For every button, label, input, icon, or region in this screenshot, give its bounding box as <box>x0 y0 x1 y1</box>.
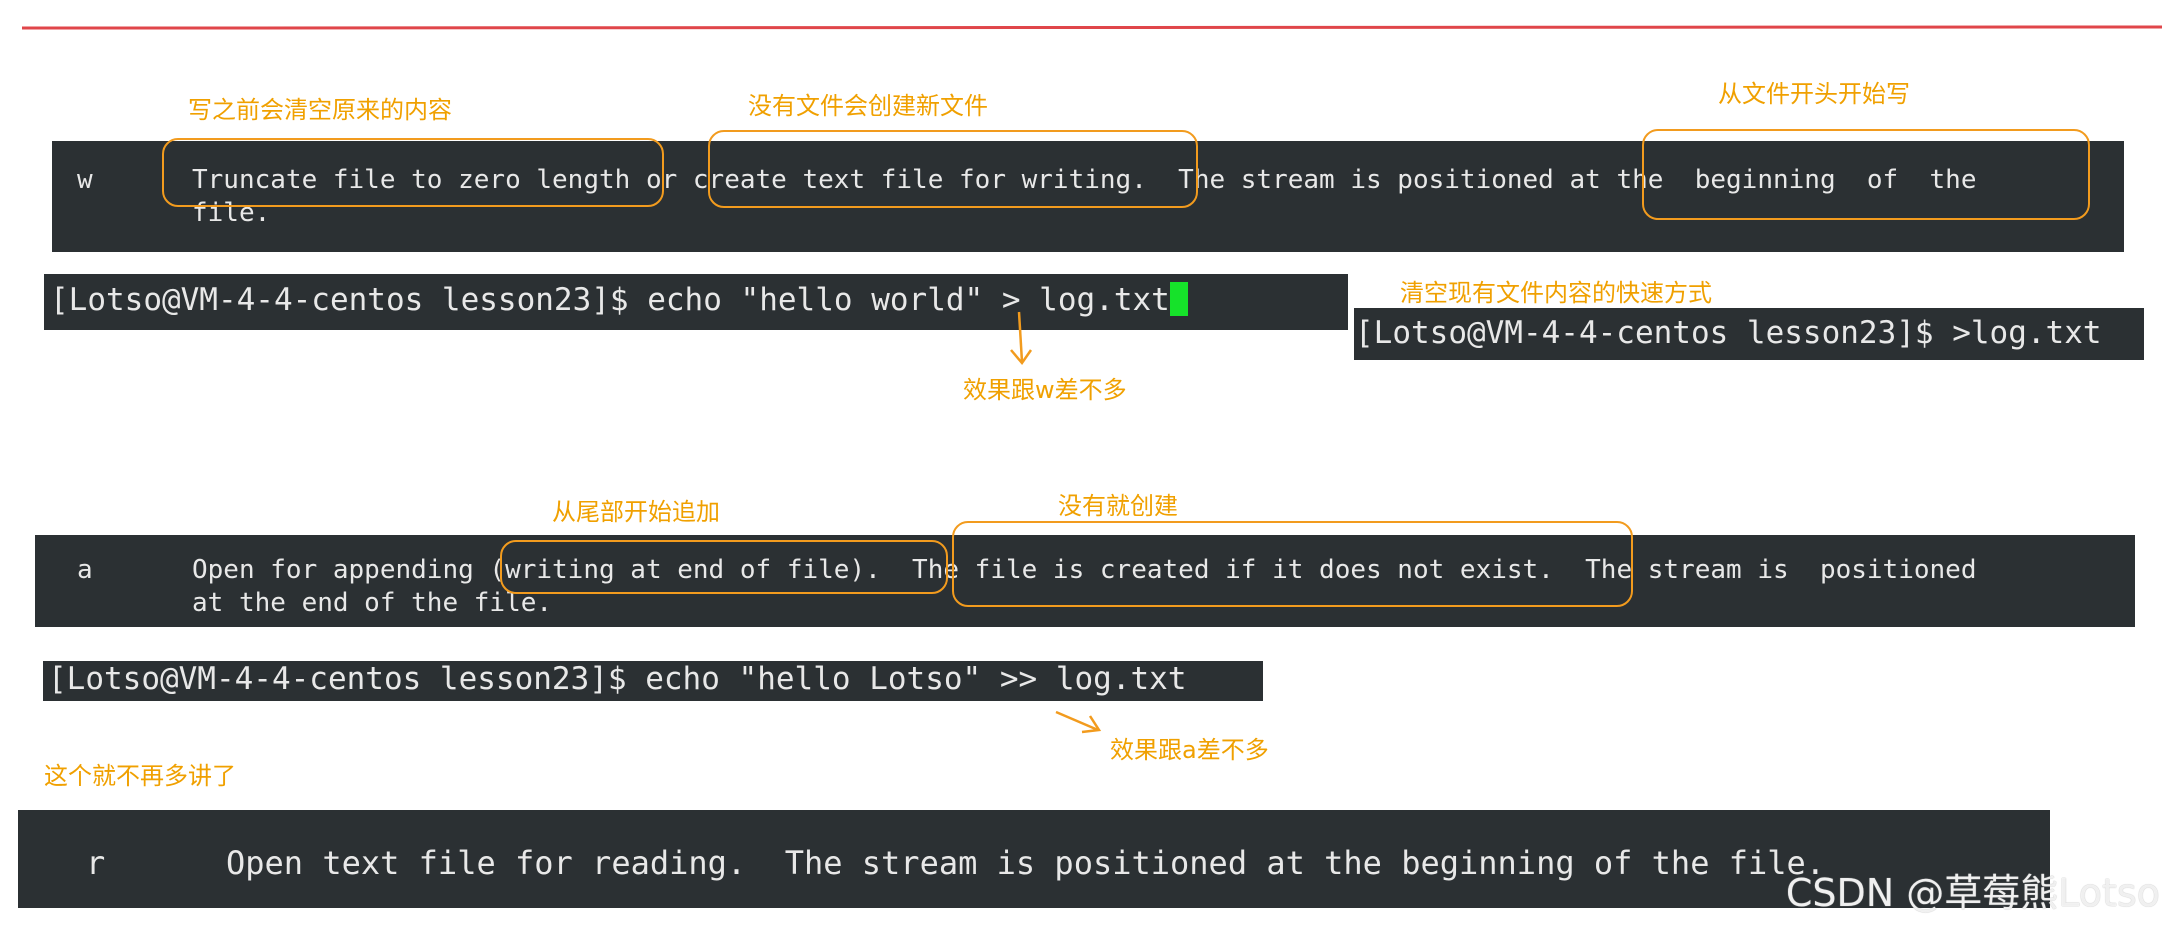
terminal-echo-overwrite: [Lotso@VM-4-4-centos lesson23]$ echo "he… <box>44 274 1348 330</box>
manpage-r-line1: Open text file for reading. The stream i… <box>226 844 1826 882</box>
highlight-a-create <box>952 521 1633 607</box>
manpage-r-block: r Open text file for reading. The stream… <box>18 810 2050 908</box>
arrow-right-icon <box>1055 710 1102 734</box>
terminal-echo-overwrite-text: [Lotso@VM-4-4-centos lesson23]$ echo "he… <box>50 282 1170 318</box>
note-a-effect: 效果跟a差不多 <box>1110 736 1269 764</box>
manpage-flag-a: a <box>77 555 93 585</box>
terminal-clear-text: [Lotso@VM-4-4-centos lesson23]$ >log.txt <box>1355 315 2102 351</box>
manpage-w-line2: file. <box>192 198 271 228</box>
note-a-create: 没有就创建 <box>1058 492 1178 520</box>
note-a-append: 从尾部开始追加 <box>552 498 720 526</box>
note-w-truncate: 写之前会清空原来的内容 <box>188 96 452 124</box>
highlight-w-truncate <box>162 138 664 207</box>
manpage-flag-w: w <box>77 165 93 195</box>
watermark: CSDN @草莓熊Lotso <box>1785 871 2160 915</box>
manpage-a-line1: Open for appending (writing at end of fi… <box>192 555 1977 585</box>
terminal-cursor <box>1169 282 1188 316</box>
highlight-w-create <box>708 130 1198 208</box>
manpage-a-block: a Open for appending (writing at end of … <box>35 535 2135 627</box>
top-divider-line <box>21 25 2163 30</box>
manpage-flag-r: r <box>86 844 106 882</box>
note-w-begin: 从文件开头开始写 <box>1718 80 1910 108</box>
terminal-echo-append: [Lotso@VM-4-4-centos lesson23]$ echo "he… <box>43 661 1263 701</box>
note-r: 这个就不再多讲了 <box>44 762 236 790</box>
terminal-clear-file: [Lotso@VM-4-4-centos lesson23]$ >log.txt <box>1354 308 2144 360</box>
note-w-create: 没有文件会创建新文件 <box>748 92 988 120</box>
note-clear-fast: 清空现有文件内容的快速方式 <box>1400 279 1712 307</box>
highlight-a-append <box>500 540 948 594</box>
terminal-echo-append-text: [Lotso@VM-4-4-centos lesson23]$ echo "he… <box>48 661 1187 697</box>
arrow-down-icon <box>1010 311 1033 366</box>
manpage-a-line2: at the end of the file. <box>192 588 553 618</box>
highlight-w-begin <box>1642 129 2090 220</box>
note-w-effect: 效果跟w差不多 <box>963 376 1127 404</box>
